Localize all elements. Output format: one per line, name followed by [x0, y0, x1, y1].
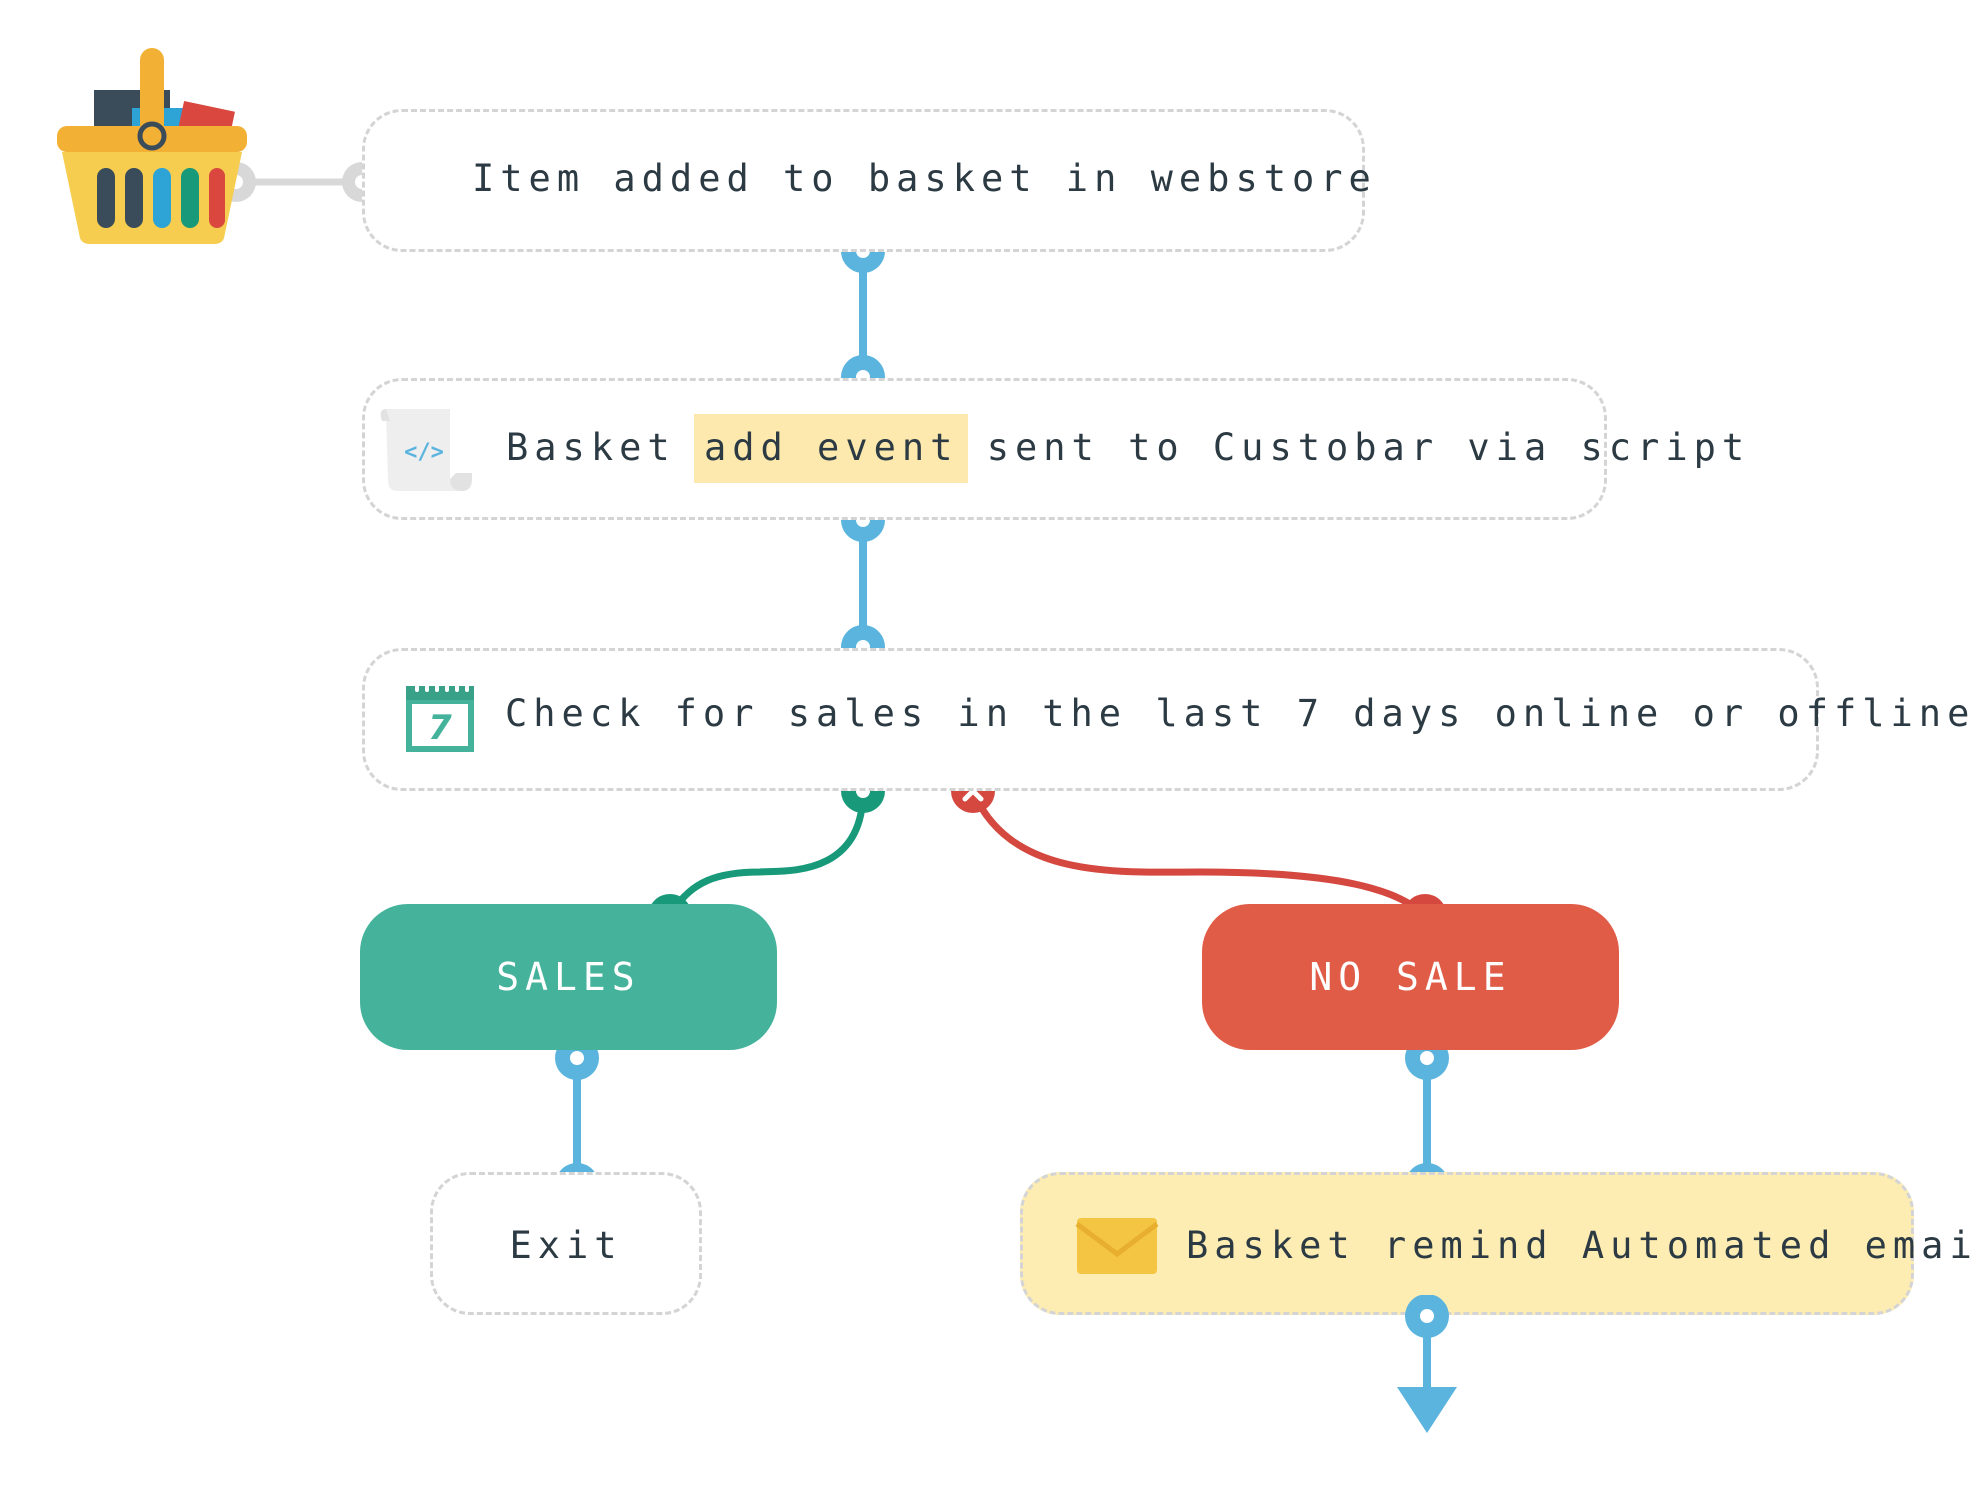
exit-label: Exit: [509, 1224, 623, 1267]
check-label: Check for sales in the last 7 days onlin…: [505, 692, 1976, 735]
connector-event-to-check: [841, 498, 885, 669]
script-scroll-icon: </>: [380, 409, 472, 491]
trigger-label: Item added to basket in webstore: [472, 157, 1377, 200]
event-label-highlight: add event: [693, 414, 969, 483]
trigger-box: [362, 109, 1365, 252]
event-label-suffix: sent to Custobar via script: [958, 426, 1751, 469]
event-label-prefix: Basket: [506, 426, 704, 469]
email-box: [1020, 1172, 1914, 1315]
event-box: [362, 378, 1607, 520]
basket-icon: [57, 48, 247, 244]
script-scroll-icon-text: </>: [404, 440, 444, 465]
event-label: Basket add event sent to Custobar via sc…: [506, 414, 1751, 483]
calendar-icon: 7: [406, 678, 474, 752]
calendar-icon-text: 7: [428, 708, 452, 748]
sales-node: SALES: [360, 904, 777, 1050]
envelope-icon: [1075, 1218, 1159, 1274]
connector-trigger-to-event: [841, 229, 885, 399]
no-sale-node: NO SALE: [1202, 904, 1619, 1050]
continue-arrow-icon: [1397, 1295, 1457, 1433]
email-label: Basket remind Automated email: [1186, 1224, 1978, 1267]
exit-box: [430, 1172, 702, 1315]
check-box: [362, 648, 1819, 791]
